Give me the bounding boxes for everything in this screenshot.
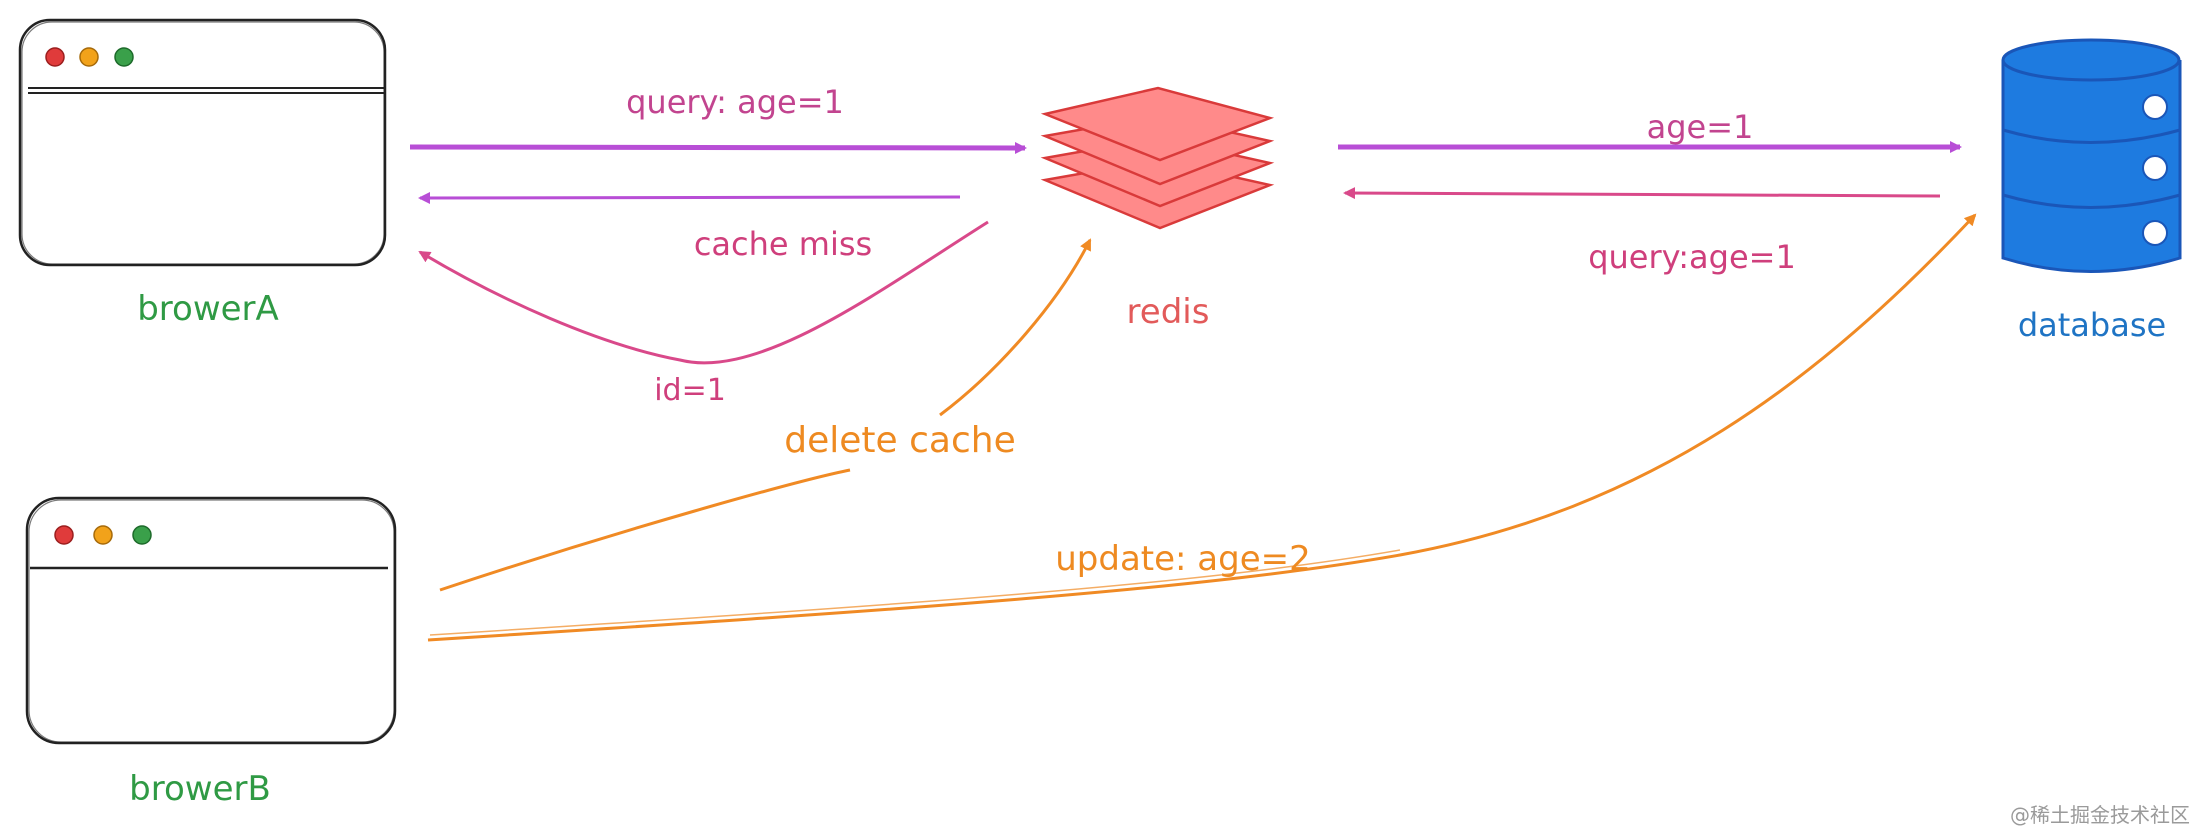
edge-query-age1-label: query: age=1 <box>626 83 844 121</box>
redis-stack-icon <box>1040 86 1275 230</box>
edge-update-age2-label: update: age=2 <box>1055 539 1311 579</box>
edge-age1-label: age=1 <box>1647 108 1754 146</box>
edge-query-age1: query: age=1 <box>409 83 1027 154</box>
window-maximize-dot <box>132 525 152 545</box>
window-close-dot <box>54 525 74 545</box>
edge-delete-cache-label: delete cache <box>784 420 1015 461</box>
edge-id1-label: id=1 <box>654 373 726 408</box>
browser-b-label: browerB <box>129 769 271 809</box>
edge-delete-cache: delete cache <box>439 238 1092 592</box>
browser-a-window <box>18 18 387 267</box>
edge-update-age2: update: age=2 <box>427 213 1977 642</box>
edge-cache-miss-label: cache miss <box>694 225 872 263</box>
window-close-dot <box>45 47 65 67</box>
redis-label: redis <box>1127 292 1210 332</box>
database-label: database <box>2018 306 2166 344</box>
edge-id1: id=1 <box>418 220 989 408</box>
db-disk-dot <box>2142 155 2168 181</box>
edge-age1: age=1 <box>1338 108 1962 153</box>
browser-a-label: browerA <box>137 289 279 329</box>
edge-cache-miss: cache miss <box>418 191 961 263</box>
edge-query-age1-db: query:age=1 <box>1343 187 1941 276</box>
edge-query-age1-db-label: query:age=1 <box>1588 238 1796 276</box>
db-disk-dot <box>2142 94 2168 120</box>
browser-b-window <box>25 496 397 745</box>
watermark: @稀土掘金技术社区 <box>2010 803 2190 827</box>
window-minimize-dot <box>93 525 113 545</box>
window-minimize-dot <box>79 47 99 67</box>
db-disk-dot <box>2142 220 2168 246</box>
database-cylinder-icon <box>2001 38 2182 273</box>
window-maximize-dot <box>114 47 134 67</box>
